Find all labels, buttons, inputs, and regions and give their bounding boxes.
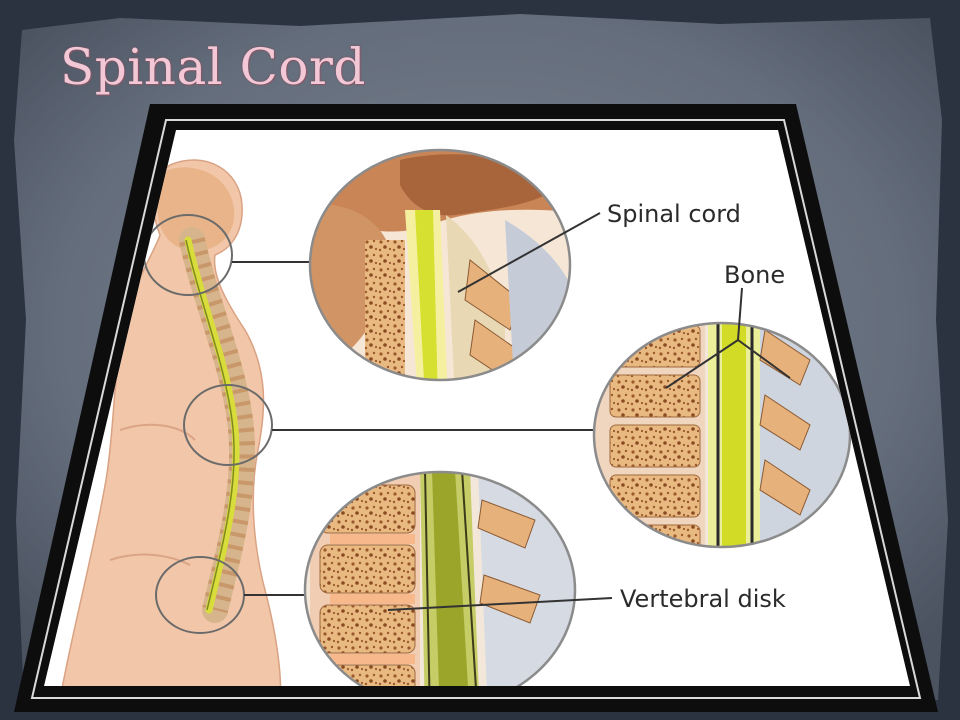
frame-inner-line: [30, 119, 922, 699]
leader-line-bone-left: [665, 339, 739, 389]
magnifier-middle: [183, 384, 273, 466]
leader-line-bone-right: [737, 339, 791, 379]
leader-line-bone-stem: [737, 287, 743, 341]
label-spinal-cord: Spinal cord: [607, 200, 741, 228]
spine-column: [179, 227, 256, 623]
detail-circle-lumbar: [303, 470, 577, 686]
label-vertebral-disk: Vertebral disk: [620, 585, 786, 613]
leader-line-vertebral-disk: [387, 597, 613, 611]
leader-line-spinal-cord: [457, 212, 601, 293]
label-bone: Bone: [724, 261, 785, 289]
slide-title: Spinal Cord: [60, 38, 366, 96]
illustration-area: [44, 130, 910, 686]
